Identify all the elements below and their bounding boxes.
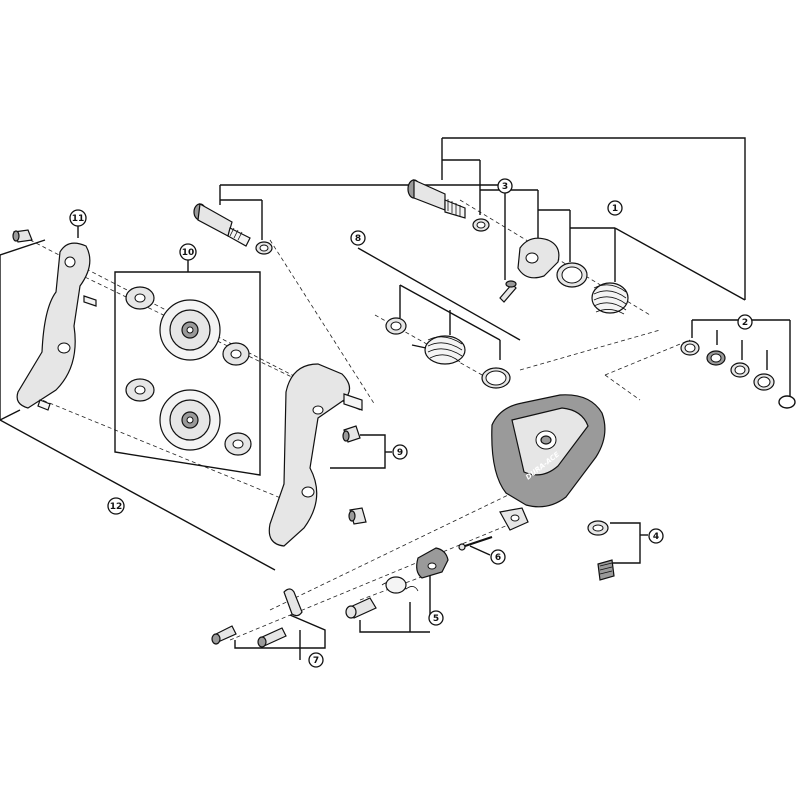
callout-5-label: 5	[433, 614, 439, 624]
outer-plate	[268, 363, 363, 547]
washer-ring-1	[556, 262, 588, 288]
washer-small-1	[472, 218, 490, 232]
inner-plate	[16, 242, 97, 411]
pulley-cover-top-right	[222, 342, 250, 366]
callout-6: 6	[490, 549, 506, 565]
callout-5: 5	[428, 610, 444, 626]
callout-1: 1	[607, 200, 623, 216]
pulley-cover-top-left	[125, 286, 155, 310]
p-axle-ring	[481, 367, 511, 389]
plate-bolt-9	[342, 425, 361, 443]
callout-9: 9	[392, 444, 408, 460]
p-axle-washer	[255, 241, 273, 255]
fixing-bolt-washer	[587, 520, 609, 536]
callout-11-label: 11	[72, 214, 85, 224]
callout-10-label: 10	[182, 248, 195, 258]
callout-7-label: 7	[313, 656, 319, 666]
callout-11: 11	[69, 209, 87, 227]
callout-6-label: 6	[495, 553, 501, 563]
b-axle-spring	[591, 282, 629, 315]
callout-12: 12	[107, 497, 125, 515]
tension-pulley	[159, 389, 221, 451]
p-axle-bushing	[385, 317, 407, 335]
callout-9-label: 9	[397, 448, 403, 458]
leader-lines	[0, 137, 791, 660]
pulley-cover-bottom-left	[125, 378, 155, 402]
callout-10: 10	[179, 243, 197, 261]
adjust-bolt	[345, 597, 377, 619]
pulley-cover-bottom-right	[224, 432, 252, 456]
cable-adjuster-body	[416, 547, 449, 579]
callout-1-label: 1	[612, 204, 618, 214]
callout-4: 4	[648, 528, 664, 544]
cable-fixing-bolt-1	[211, 625, 237, 645]
cable-guide-plate	[283, 588, 303, 617]
callout-2: 2	[737, 314, 753, 330]
b-tension-screw	[499, 280, 517, 303]
b-axle-bolt	[407, 179, 466, 219]
b-tension-plate	[517, 237, 560, 279]
callout-8-label: 8	[355, 234, 361, 244]
guide-pulley	[159, 299, 221, 361]
callout-8: 8	[350, 230, 366, 246]
callout-3: 3	[497, 178, 513, 194]
p-axle-bolt	[193, 203, 251, 247]
washer-set-2	[680, 340, 796, 409]
pulley-bolt	[348, 507, 367, 525]
pin-6	[458, 535, 493, 551]
cable-fixing-bolt-2	[257, 627, 287, 648]
inner-plate-screw	[12, 229, 33, 243]
callout-7: 7	[308, 652, 324, 668]
callout-4-label: 4	[653, 532, 659, 542]
p-tension-spring	[411, 335, 466, 365]
fixing-bolt	[597, 559, 615, 581]
callout-3-label: 3	[502, 182, 508, 192]
callout-2-label: 2	[742, 318, 748, 328]
callout-12-label: 12	[110, 502, 123, 512]
adjust-spring	[381, 576, 419, 594]
derailleur-main-body: DURA-ACE	[491, 394, 606, 531]
